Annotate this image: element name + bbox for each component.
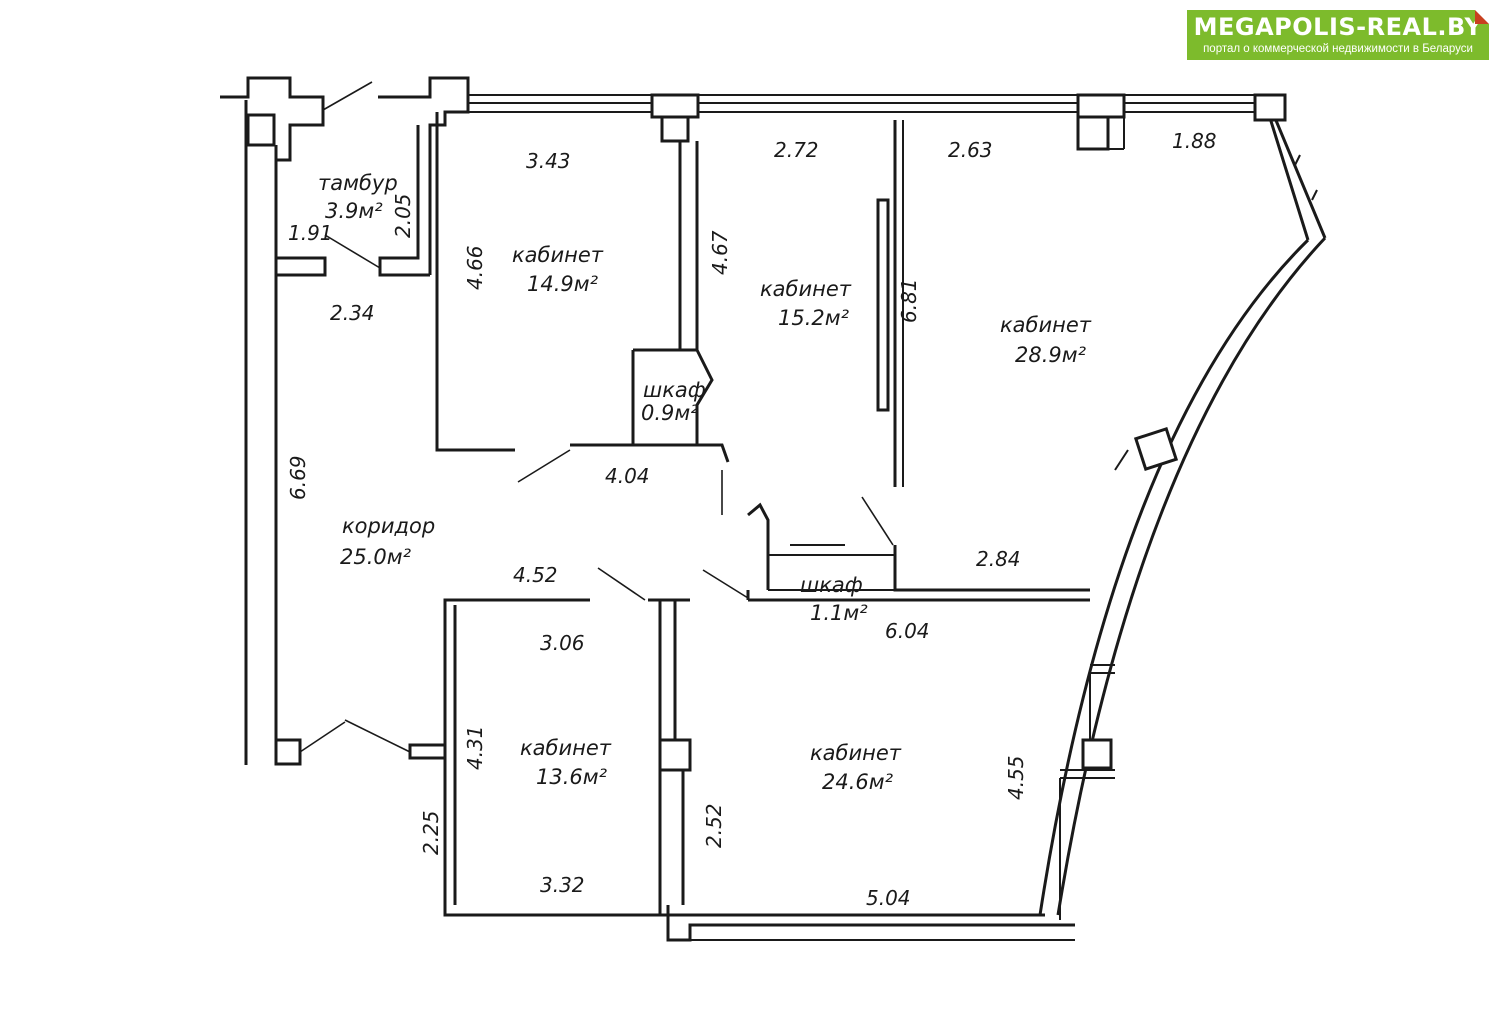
dim-3-32: 3.32 (540, 873, 585, 897)
dim-4-55: 4.55 (1004, 755, 1028, 800)
dim-6-69: 6.69 (286, 455, 310, 500)
closet1-wall (631, 348, 714, 445)
dim-3-43: 3.43 (526, 149, 571, 173)
office4-name: кабинет (520, 736, 612, 760)
curved-facade-top (1255, 116, 1327, 241)
dim-4-67: 4.67 (708, 230, 732, 275)
closet2-name: шкаф (800, 573, 863, 597)
office1-name: кабинет (512, 243, 604, 267)
dimension-labels: 3.43 2.72 2.63 1.88 2.05 1.91 4.66 4.67 … (286, 129, 1217, 910)
office1-office2-partition (678, 141, 699, 352)
column-curve (1133, 426, 1179, 472)
vestibule-door (324, 234, 381, 269)
entrance-door (322, 81, 373, 111)
site-logo[interactable]: MEGAPOLIS-REAL.BY портал о коммерческой … (1187, 10, 1489, 60)
logo-tagline: портал о коммерческой недвижимости в Бел… (1203, 43, 1473, 55)
logo-brand: MEGAPOLIS-REAL.BY (1193, 13, 1483, 41)
vestibule-area: 3.9м² (325, 199, 383, 223)
right-bay (1059, 664, 1115, 920)
office5-area: 24.6м² (822, 770, 894, 794)
dim-4-04: 4.04 (605, 464, 650, 488)
corridor-name: коридор (342, 514, 435, 538)
office3-name: кабинет (1000, 313, 1092, 337)
office4-office5-partition (648, 598, 690, 915)
office1-area: 14.9м² (527, 272, 599, 296)
closet1-area: 0.9м² (641, 401, 699, 425)
dim-6-04: 6.04 (885, 619, 930, 643)
mid-horizontal-wall (746, 590, 1090, 602)
closet2-wall-left (747, 502, 770, 590)
column-top-2b (1076, 115, 1110, 151)
vestibule-wall-right (378, 125, 430, 277)
entrance-pillar-right (378, 76, 470, 275)
dim-2-63: 2.63 (948, 138, 993, 162)
room-labels: тамбур 3.9м² кабинет 14.9м² кабинет 15.2… (318, 171, 1092, 794)
vestibule-name: тамбур (318, 171, 398, 195)
bottom-wall (666, 905, 1075, 942)
window-mark-1 (1294, 154, 1301, 166)
dim-2-34: 2.34 (330, 301, 375, 325)
office5-name: кабинет (810, 741, 902, 765)
column-right-bay (1081, 738, 1113, 770)
dim-1-88: 1.88 (1172, 129, 1217, 153)
dim-6-81: 6.81 (897, 278, 921, 323)
corridor-area: 25.0м² (340, 545, 412, 569)
column-top-2 (1076, 93, 1126, 119)
office2-name: кабинет (760, 277, 852, 301)
dim-4-31: 4.31 (463, 725, 487, 770)
column-mid (658, 738, 692, 772)
dim-2-05: 2.05 (391, 193, 415, 238)
dim-2-84: 2.84 (976, 547, 1021, 571)
office1-wall-leftlow (435, 275, 515, 452)
dim-3-06: 3.06 (540, 631, 585, 655)
office3-area: 28.9м² (1015, 343, 1087, 367)
office4-door (597, 567, 646, 601)
office4-area: 13.6м² (536, 765, 608, 789)
office1-door (517, 449, 571, 483)
column-top-right (1253, 93, 1287, 122)
dim-2-25: 2.25 (419, 810, 443, 855)
logo-fold-mark (1475, 10, 1489, 24)
curved-facade-outer (1056, 236, 1327, 916)
corridor-top-partition (570, 443, 730, 463)
closet2-area: 1.1м² (810, 601, 868, 625)
office4-lower-door (344, 719, 411, 753)
column-top-1b (660, 115, 690, 143)
pillar-square-left (246, 113, 276, 147)
column-top-1 (650, 93, 700, 119)
vestibule-wall-left (274, 125, 327, 277)
office2-area: 15.2м² (778, 306, 850, 330)
curve-notch (1114, 449, 1129, 471)
window-mark-2 (1311, 189, 1318, 201)
dim-4-52: 4.52 (513, 563, 558, 587)
walls (220, 76, 1327, 942)
office3-door (861, 496, 894, 546)
closet2-door (702, 569, 749, 599)
office4-door-stub (408, 743, 447, 760)
column-bottom-left (274, 738, 302, 766)
dim-2-72: 2.72 (774, 138, 819, 162)
corridor-exit-door (299, 721, 346, 753)
dim-1-91: 1.91 (288, 221, 333, 245)
partition-panel (876, 198, 890, 412)
dim-5-04: 5.04 (866, 886, 911, 910)
dim-2-52: 2.52 (702, 803, 726, 848)
closet1-name: шкаф (643, 378, 706, 402)
curved-facade-inner (1038, 238, 1310, 916)
dim-4-66: 4.66 (463, 245, 487, 290)
